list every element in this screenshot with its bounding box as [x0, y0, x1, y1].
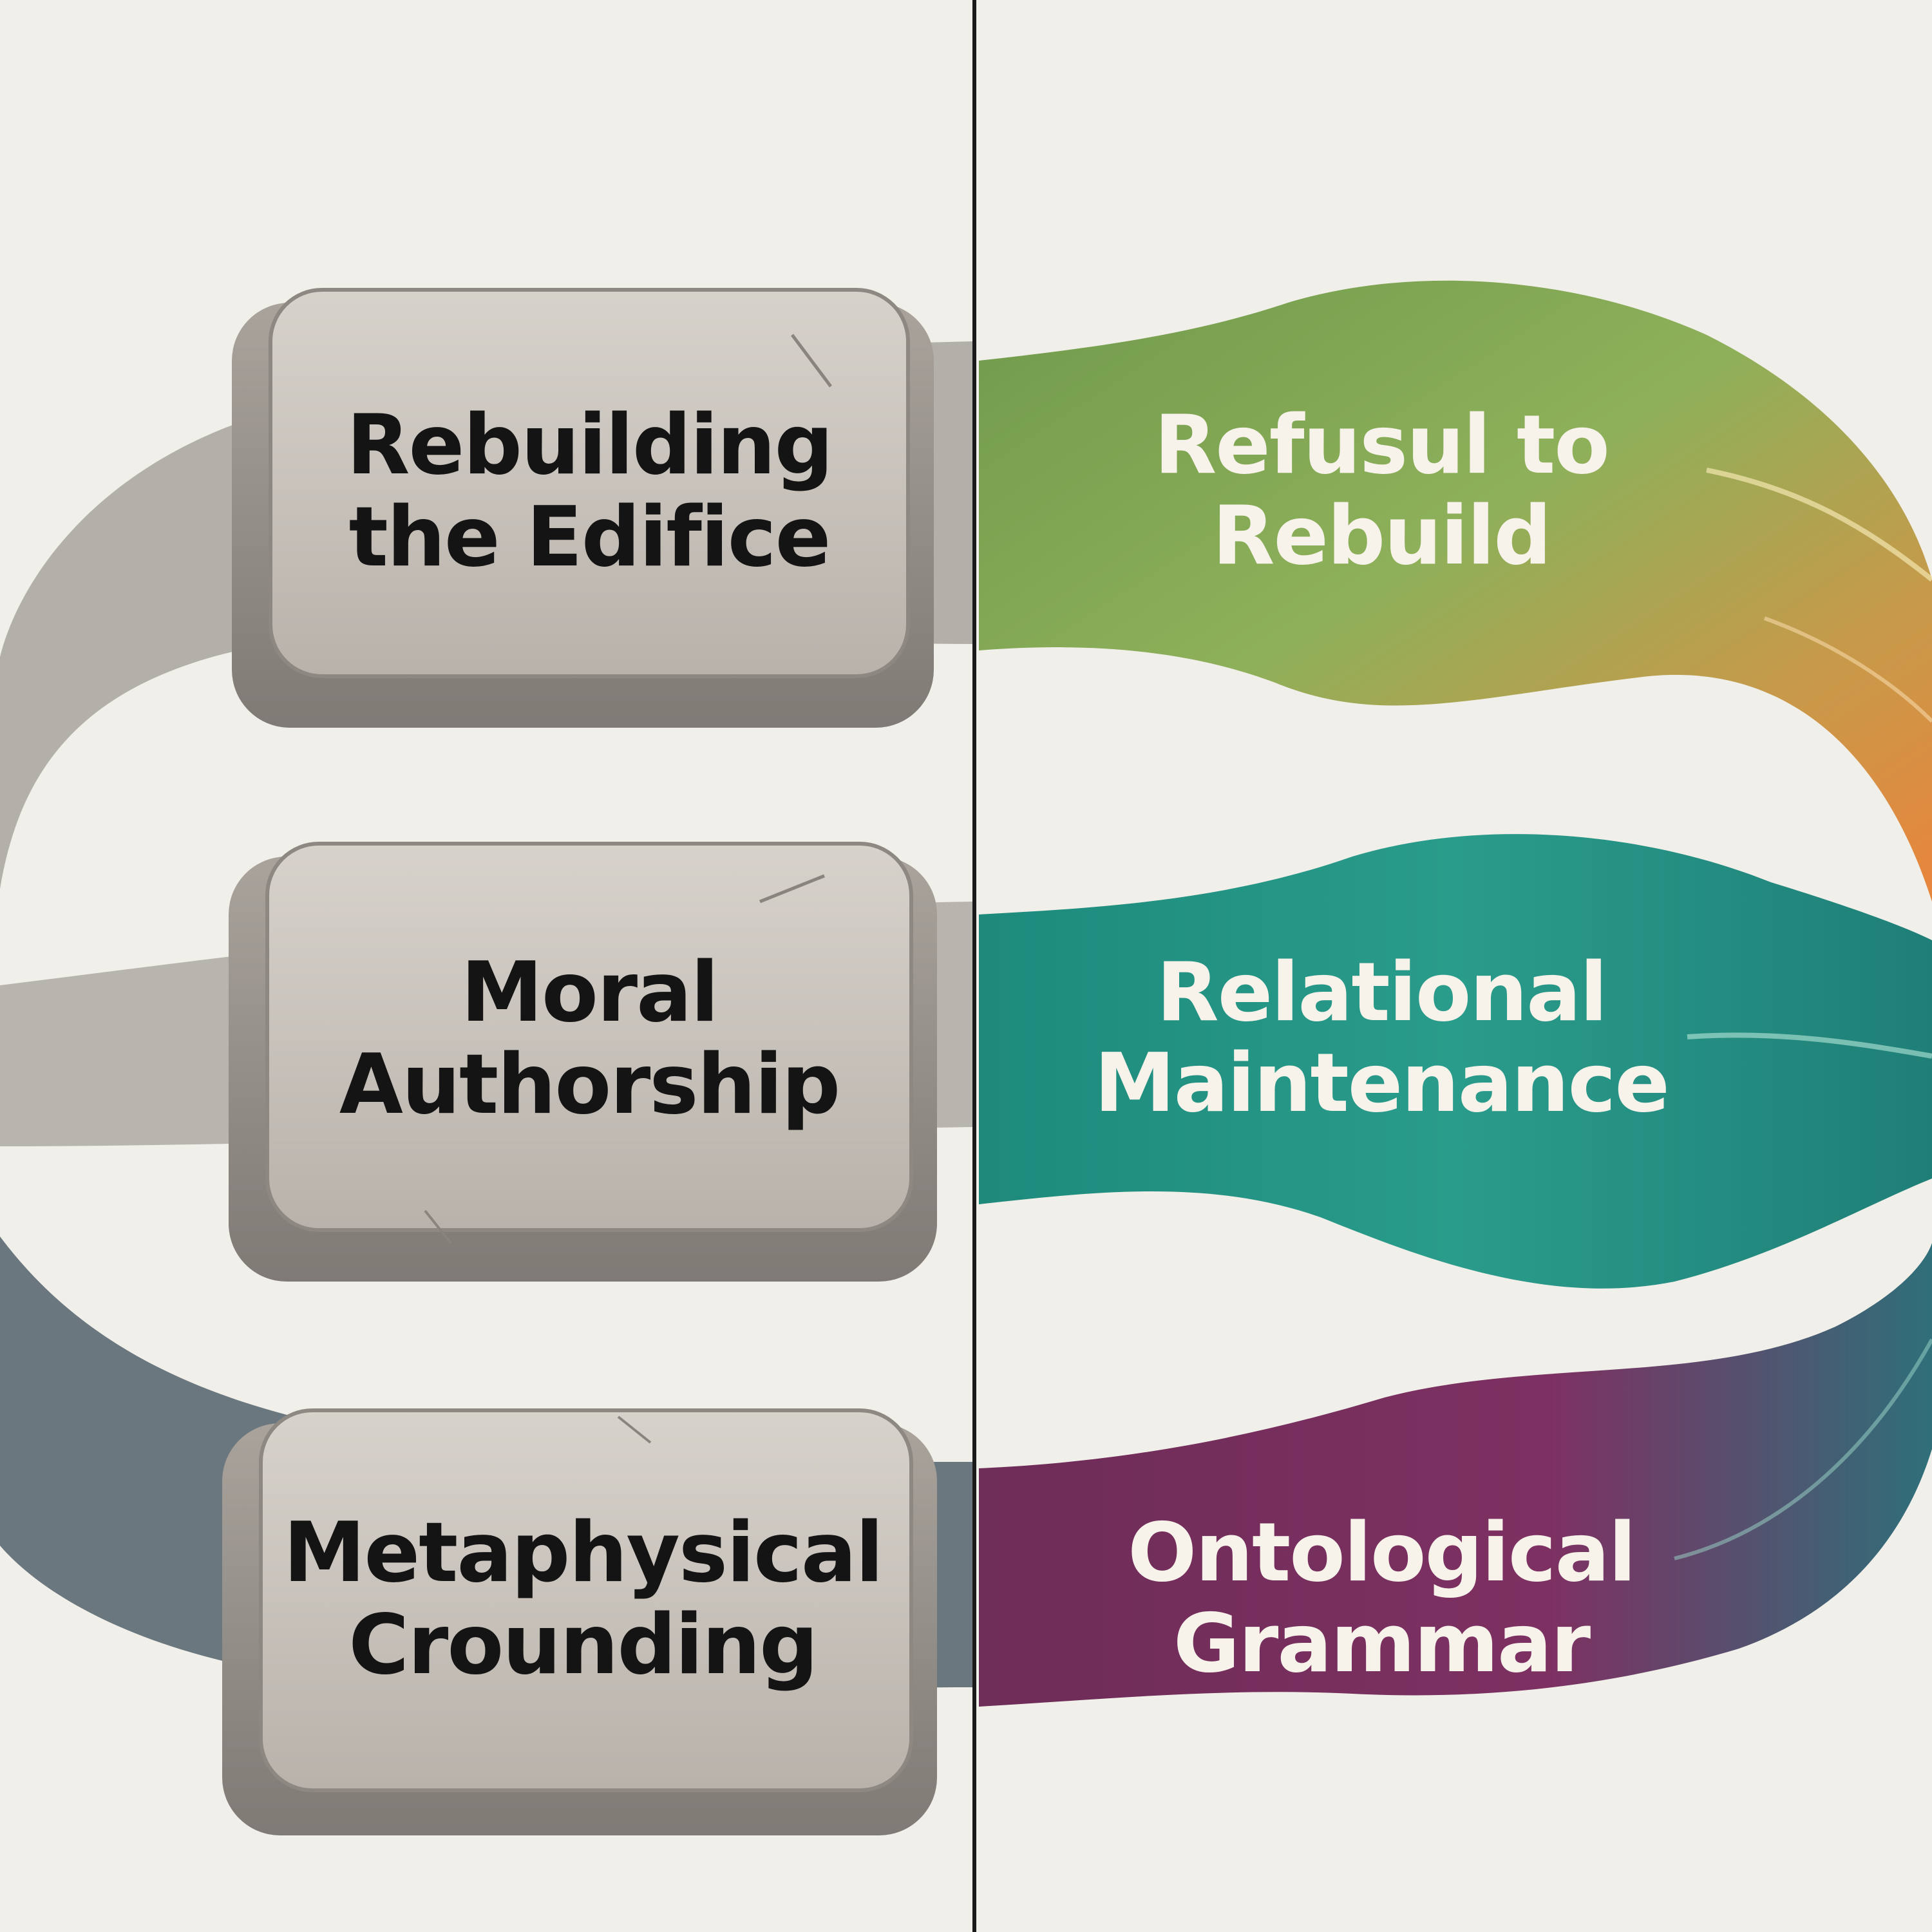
stone-label-metaphysical-crounding: Metaphysical Crounding	[283, 1505, 884, 1694]
stone-3	[222, 1408, 937, 1835]
wisp-middle	[1687, 1032, 1932, 1059]
right-streams	[979, 280, 1932, 1707]
teal-stream	[979, 834, 1932, 1289]
stream-label-ontological-grammar: Ontological Grammar	[1128, 1505, 1636, 1691]
stone-label-moral-authorship: Moral Authorship	[339, 945, 840, 1133]
stone-1	[232, 288, 934, 728]
wisp-upper	[1706, 468, 1932, 582]
wisp-upper-2	[1763, 616, 1932, 723]
purple-stream	[979, 1243, 1932, 1707]
wisp-lower	[1674, 1338, 1932, 1560]
stream-label-refusul-to-rebuild: Refusul to Rebuild	[1154, 397, 1610, 583]
stone-2	[229, 842, 937, 1282]
stream-label-relational-maintenance: Relational Maintenance	[1094, 945, 1670, 1131]
stone-label-rebuilding-the-edifice: Rebuilding the Edifice	[346, 397, 833, 586]
green-stream	[979, 280, 1932, 902]
